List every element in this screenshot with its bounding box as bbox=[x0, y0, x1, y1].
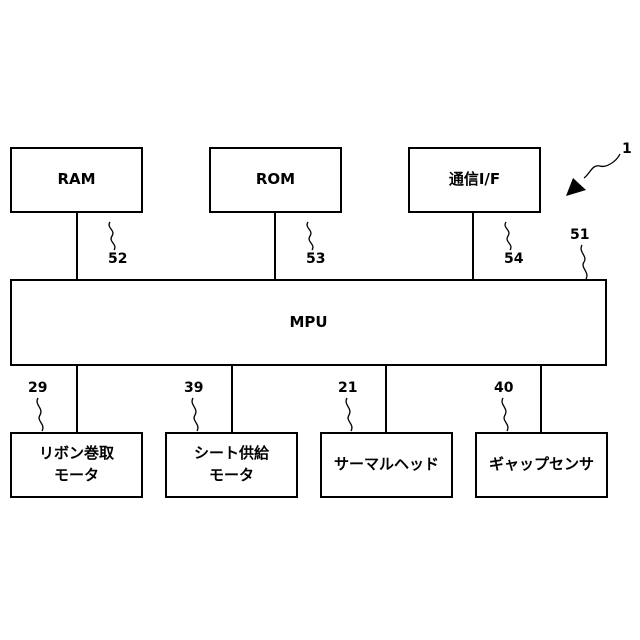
system-arrow-icon bbox=[566, 178, 586, 196]
leader-line-sheet-motor bbox=[192, 398, 198, 431]
system-squiggle bbox=[584, 154, 620, 178]
leader-line-ram bbox=[109, 222, 115, 250]
leader-line-thermal-head bbox=[346, 398, 352, 431]
leader-line-rom bbox=[307, 222, 313, 250]
leader-line-gap-sensor bbox=[502, 398, 508, 431]
leader-line-mpu bbox=[581, 245, 587, 279]
leader-line-comm-if bbox=[505, 222, 511, 250]
leader-line-ribbon-motor bbox=[37, 398, 43, 431]
